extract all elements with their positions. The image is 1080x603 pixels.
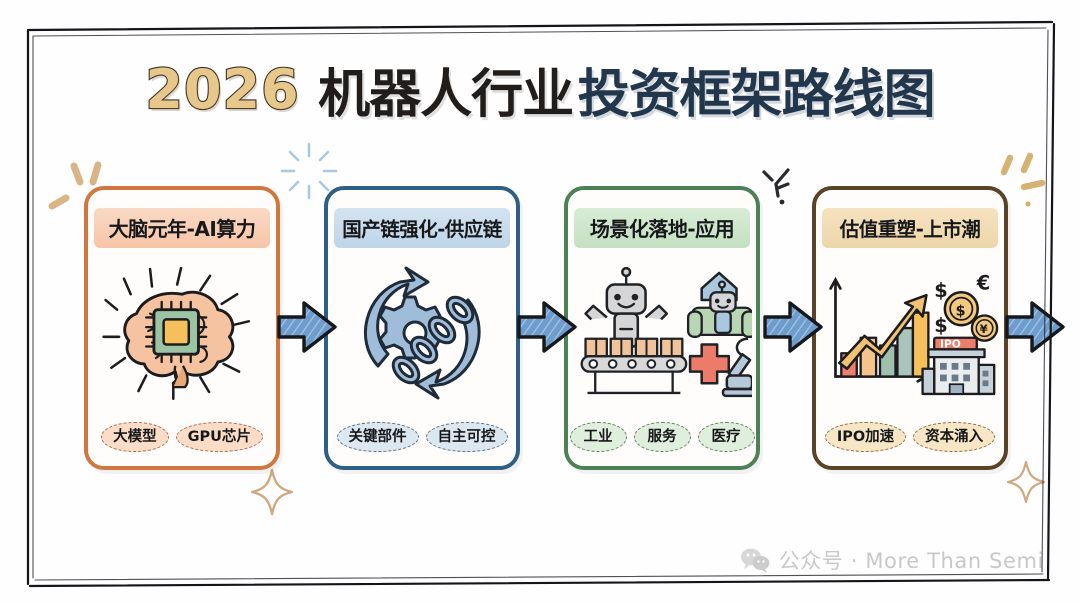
tag[interactable]: 工业 <box>569 421 627 452</box>
growth-chart-coins-ipo-building-icon: $ $ € $ ¥ IPO <box>820 252 1000 410</box>
title-tail: 投资框架路线图 <box>577 65 936 125</box>
wechat-icon <box>740 548 770 573</box>
card-title-wrap: 国产链强化-供应链 <box>332 204 512 250</box>
card-tags: IPO加速 资本涌入 <box>816 421 1004 452</box>
watermark-text: 公众号 · More Than Semi <box>778 549 1044 573</box>
card-tags: 关键部件 自主可控 <box>328 421 516 452</box>
page-title: 2026 机器人行业 投资框架路线图 <box>0 52 1080 127</box>
tag[interactable]: 资本涌入 <box>913 421 996 452</box>
card-applications[interactable]: 场景化落地-应用 <box>564 186 760 470</box>
card-tags: 大模型 GPU芯片 <box>88 421 276 452</box>
card-title: 估值重塑-上市潮 <box>839 217 981 241</box>
currency-symbol: $ <box>934 314 947 337</box>
currency-symbol: $ <box>934 279 947 302</box>
right-arrow-icon <box>1005 301 1065 353</box>
card-title-wrap: 场景化落地-应用 <box>572 204 752 250</box>
card-tags: 工业 服务 医疗 <box>568 421 756 452</box>
tag[interactable]: 医疗 <box>697 421 755 452</box>
brain-with-chip-icon <box>92 252 272 410</box>
right-arrow-icon <box>517 301 577 353</box>
tag[interactable]: 大模型 <box>101 421 169 452</box>
robot-conveyor-service-medical-icon <box>572 252 752 410</box>
currency-symbol: ¥ <box>980 322 988 336</box>
watermark: 公众号 · More Than Semi <box>740 545 1044 575</box>
card-ai-compute[interactable]: 大脑元年-AI算力 <box>84 186 280 470</box>
card-supply-chain[interactable]: 国产链强化-供应链 <box>324 186 520 470</box>
title-middle: 机器人行业 <box>318 65 574 125</box>
tag[interactable]: 关键部件 <box>336 421 419 452</box>
card-valuation-ipo[interactable]: 估值重塑-上市潮 <box>812 186 1008 470</box>
right-arrow-icon <box>763 301 823 353</box>
tag[interactable]: IPO加速 <box>824 421 907 452</box>
title-year: 2026 <box>144 57 300 122</box>
card-title: 大脑元年-AI算力 <box>108 216 256 241</box>
tag[interactable]: GPU芯片 <box>175 421 263 452</box>
tag[interactable]: 服务 <box>633 421 691 452</box>
card-title: 国产链强化-供应链 <box>342 217 502 241</box>
currency-symbol: € <box>976 271 990 294</box>
card-title: 场景化落地-应用 <box>589 216 735 241</box>
tag[interactable]: 自主可控 <box>425 421 508 452</box>
card-title-wrap: 估值重塑-上市潮 <box>820 204 1000 250</box>
right-arrow-icon <box>277 301 337 353</box>
currency-symbol: $ <box>955 304 965 320</box>
card-title-wrap: 大脑元年-AI算力 <box>92 204 272 250</box>
gear-chain-cycle-icon <box>332 252 512 410</box>
